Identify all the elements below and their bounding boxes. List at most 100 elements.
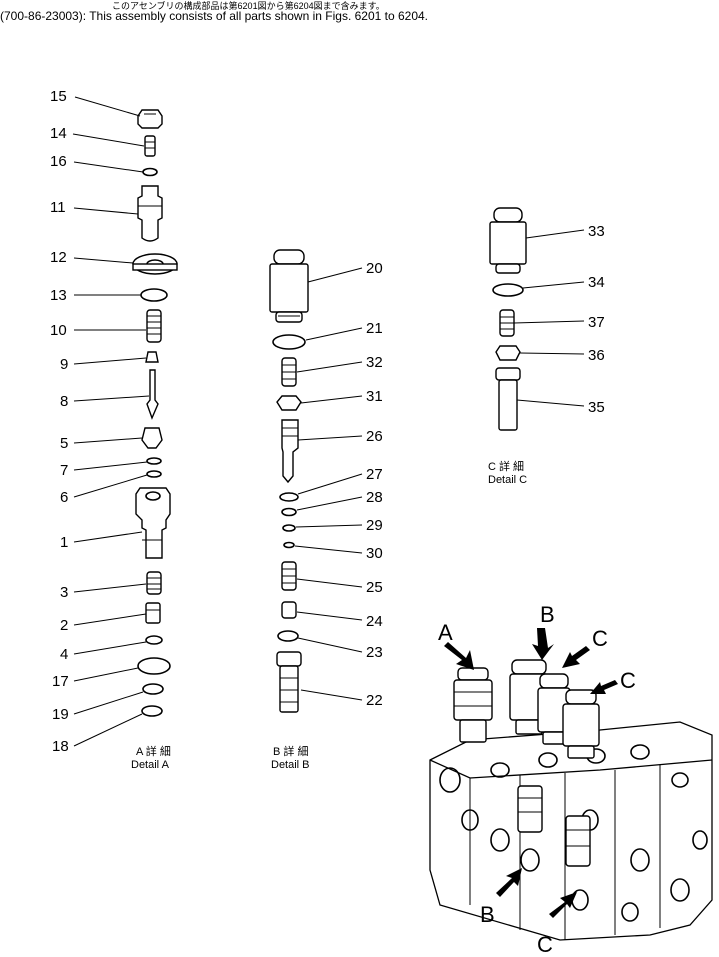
part-36-nut — [495, 345, 521, 361]
part-2-piston — [145, 602, 161, 624]
callout-8: 8 — [60, 393, 68, 410]
arrow-c-top1 — [562, 646, 590, 668]
part-5-seat — [141, 427, 163, 449]
view-label-b-top: B — [540, 602, 555, 627]
callout-15: 15 — [50, 88, 67, 105]
part-31-nut — [276, 395, 302, 411]
callout-31: 31 — [366, 388, 383, 405]
part-14-stud — [144, 135, 156, 157]
arrow-b-bottom — [496, 868, 522, 897]
unit-c1 — [537, 673, 571, 745]
callout-7: 7 — [60, 462, 68, 479]
detail-c: 33 34 37 36 35 C 詳 細 Detail C — [488, 207, 605, 486]
part-9-poppet — [145, 351, 159, 363]
callout-28: 28 — [366, 489, 383, 506]
control-valve-assembly: A B C C B C — [429, 602, 713, 957]
part-25-spring — [281, 561, 297, 591]
part-6-ring — [146, 470, 162, 478]
part-28-ring — [281, 507, 297, 517]
part-37-spring — [499, 309, 515, 337]
part-22-sleeve — [276, 651, 302, 713]
callout-2: 2 — [60, 617, 68, 634]
view-label-b-bottom: B — [480, 902, 495, 927]
callout-16: 16 — [50, 153, 67, 170]
callout-13: 13 — [50, 287, 67, 304]
callout-36: 36 — [588, 347, 605, 364]
detail-c-label-en: Detail C — [488, 474, 527, 486]
view-label-c-top2: C — [620, 668, 636, 693]
detail-a-label-en: Detail A — [131, 759, 170, 771]
detail-a-label-jp: A 詳 細 — [136, 744, 171, 758]
part-15-cap-nut — [137, 109, 163, 129]
part-11-plug — [137, 185, 163, 242]
part-18-ring — [141, 705, 163, 717]
callout-22: 22 — [366, 692, 383, 709]
unit-c-bottom — [565, 815, 591, 867]
arrow-b-top — [532, 628, 554, 660]
callout-30: 30 — [366, 545, 383, 562]
unit-a — [453, 667, 493, 743]
part-16-o-ring — [142, 167, 158, 177]
view-label-c-top1: C — [592, 626, 608, 651]
callout-3: 3 — [60, 584, 68, 601]
detail-c-label-jp: C 詳 細 — [488, 459, 524, 473]
callout-34: 34 — [588, 274, 605, 291]
part-20-cap — [269, 249, 309, 323]
callout-23: 23 — [366, 644, 383, 661]
arrow-c-bottom — [549, 892, 577, 918]
callout-27: 27 — [366, 466, 383, 483]
callout-29: 29 — [366, 517, 383, 534]
callout-26: 26 — [366, 428, 383, 445]
unit-b-bottom — [517, 785, 543, 833]
unit-c2 — [562, 689, 600, 759]
callout-9: 9 — [60, 356, 68, 373]
detail-b: 20 21 32 31 26 27 28 29 30 25 24 23 22 B… — [269, 249, 383, 771]
part-35-sleeve — [495, 367, 521, 431]
callout-20: 20 — [366, 260, 383, 277]
part-33-cap — [489, 207, 527, 274]
callout-10: 10 — [50, 322, 67, 339]
arrow-c-top2 — [590, 680, 618, 694]
callout-24: 24 — [366, 613, 383, 630]
part-3-spring — [146, 571, 162, 595]
part-17-o-ring — [137, 657, 171, 675]
part-29-ring — [282, 524, 296, 532]
part-26-plunger — [281, 419, 299, 484]
callout-14: 14 — [50, 125, 67, 142]
callout-25: 25 — [366, 579, 383, 596]
callout-19: 19 — [52, 706, 69, 723]
part-1-valve-body — [135, 487, 171, 559]
detail-b-label-en: Detail B — [271, 759, 310, 771]
callout-21: 21 — [366, 320, 383, 337]
callout-1: 1 — [60, 534, 68, 551]
part-8-needle — [146, 369, 159, 420]
part-number: (700-86-23003): — [0, 9, 87, 23]
callout-18: 18 — [52, 738, 69, 755]
callout-4: 4 — [60, 646, 68, 663]
header-japanese: このアセンブリの構成部品は第6201図から第6204図まで含みます。 — [112, 1, 385, 11]
assembly-description: This assembly consists of all parts show… — [89, 9, 429, 23]
part-23-ring — [277, 630, 299, 642]
part-7-ring — [146, 457, 162, 465]
view-label-a: A — [438, 620, 453, 645]
callout-32: 32 — [366, 354, 383, 371]
callout-5: 5 — [60, 435, 68, 452]
callout-33: 33 — [588, 223, 605, 240]
part-21-o-ring — [272, 334, 306, 350]
part-10-spring — [146, 309, 162, 343]
callout-35: 35 — [588, 399, 605, 416]
part-27-ring — [279, 492, 299, 502]
part-34-o-ring — [492, 283, 524, 297]
part-30-ring — [283, 541, 295, 549]
callout-12: 12 — [50, 249, 67, 266]
detail-b-label-jp: B 詳 細 — [273, 744, 308, 758]
part-4-ring — [145, 635, 163, 645]
callout-6: 6 — [60, 489, 68, 506]
header-english: (700-86-23003): This assembly consists o… — [0, 10, 428, 22]
part-32-spring — [281, 357, 297, 387]
callout-11: 11 — [50, 199, 66, 216]
view-label-c-bottom: C — [537, 932, 553, 957]
part-19-ring — [142, 683, 164, 695]
part-13-o-ring — [140, 288, 168, 302]
